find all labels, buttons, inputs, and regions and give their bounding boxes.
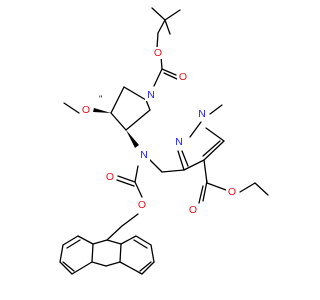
- o-ester-boc-label: O: [154, 47, 162, 59]
- o-carbonyl-fmoc-label: O: [106, 171, 114, 183]
- fluorene-ring-system: [59, 235, 155, 275]
- molecule-structure: O O N O " N O O N N O O: [59, 7, 269, 275]
- n-carbamate-label: N: [140, 149, 148, 161]
- molecule-canvas: O O N O " N O O N N O O: [59, 7, 269, 275]
- n-pyrrolidine-label: N: [147, 89, 155, 101]
- boc-carbamate: [153, 55, 178, 87]
- tert-butyl-group: [151, 7, 181, 49]
- pyrazole-ring: [161, 104, 225, 173]
- o-ester-ethyl-label: O: [228, 186, 236, 198]
- o-carbonyl-ethyl-label: O: [189, 204, 197, 216]
- n-pyrazole-2-label: N: [175, 136, 183, 148]
- methoxy-group: [63, 102, 111, 114]
- atom-labels: O O N O " N O O N N O O: [80, 47, 238, 216]
- n-pyrazole-1-label: N: [198, 108, 206, 120]
- fmoc-carbamate: [106, 175, 143, 241]
- stereo-mark: ": [99, 94, 102, 104]
- pyrrolidine-ring: [110, 86, 151, 131]
- carbamate-n-bonds: [126, 130, 163, 183]
- o-methoxy-label: O: [82, 104, 90, 116]
- ethyl-ester: [198, 159, 269, 204]
- o-carbonyl-boc-label: O: [179, 71, 187, 83]
- o-ester-fmoc-label: O: [138, 199, 146, 211]
